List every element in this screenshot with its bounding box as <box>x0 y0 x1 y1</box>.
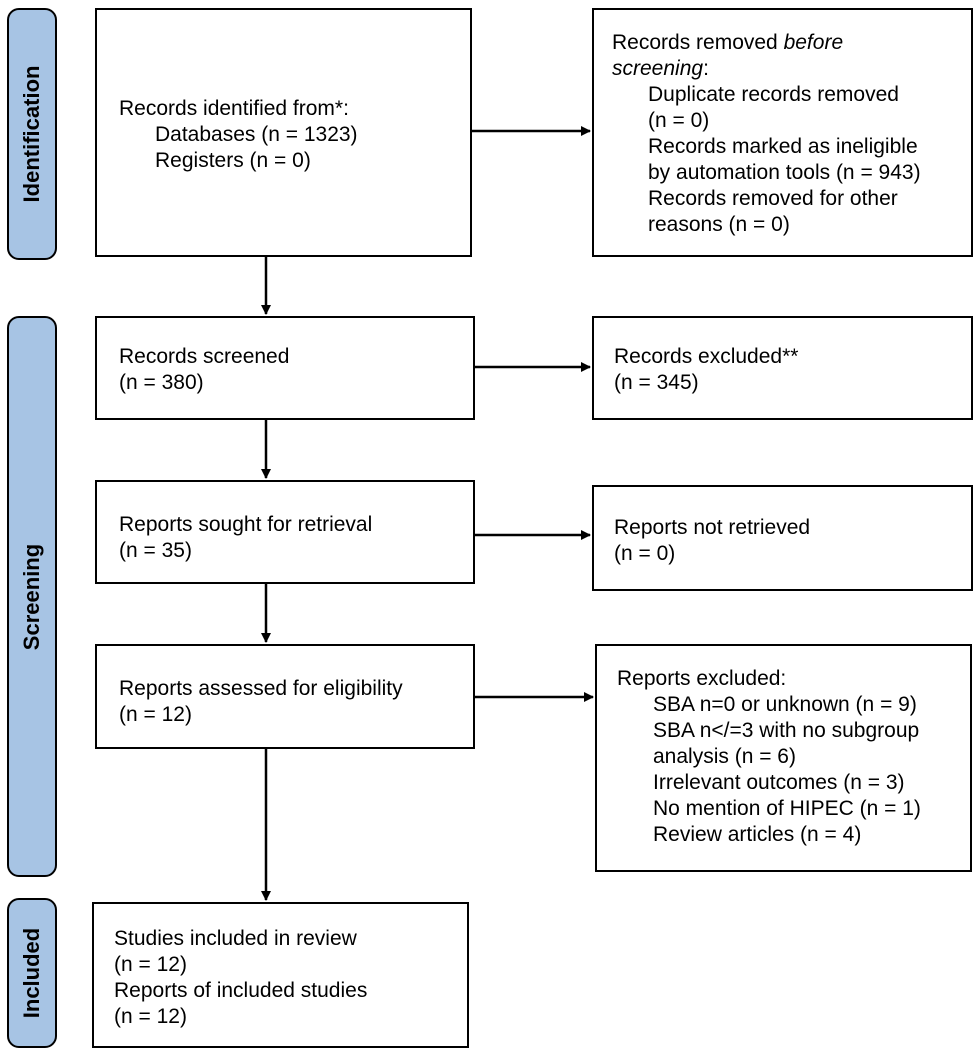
records-identified-title: Records identified from*: <box>119 97 349 120</box>
automation-line-1: Records marked as ineligible <box>648 135 918 158</box>
reports-not-retrieved-title: Reports not retrieved <box>614 516 811 539</box>
duplicates-line-2: (n = 0) <box>648 109 710 132</box>
reports-assessed-box: Reports assessed for eligibility (n = 12… <box>95 644 475 749</box>
studies-included-n: (n = 12) <box>114 953 187 976</box>
excluded-reason-5: Review articles (n = 4) <box>653 823 862 846</box>
duplicates-line-1: Duplicate records removed <box>648 83 899 106</box>
reports-sought-n: (n = 35) <box>119 539 192 562</box>
studies-included-title: Studies included in review <box>114 927 357 950</box>
reports-included-n: (n = 12) <box>114 1005 187 1028</box>
reports-not-retrieved-n: (n = 0) <box>614 542 676 565</box>
reports-sought-title: Reports sought for retrieval <box>119 513 373 536</box>
records-screened-box: Records screened (n = 380) <box>95 316 475 420</box>
excluded-reason-2b: analysis (n = 6) <box>653 745 796 768</box>
phase-screening: Screening <box>7 316 57 877</box>
reports-sought-box: Reports sought for retrieval (n = 35) <box>95 480 475 584</box>
other-reasons-line-2: reasons (n = 0) <box>648 213 790 236</box>
records-removed-title: Records removed before <box>612 31 844 54</box>
records-databases: Databases (n = 1323) <box>155 123 358 146</box>
reports-assessed-title: Reports assessed for eligibility <box>119 677 403 700</box>
records-identified-box: Records identified from*: Databases (n =… <box>95 8 472 257</box>
excluded-reason-4: No mention of HIPEC (n = 1) <box>653 797 921 820</box>
records-excluded-n: (n = 345) <box>614 371 699 394</box>
reports-not-retrieved-box: Reports not retrieved (n = 0) <box>592 485 973 591</box>
excluded-reason-1: SBA n=0 or unknown (n = 9) <box>653 693 917 716</box>
records-excluded-box: Records excluded** (n = 345) <box>592 316 973 420</box>
studies-included-box: Studies included in review (n = 12) Repo… <box>92 902 469 1048</box>
records-screened-n: (n = 380) <box>119 371 204 394</box>
excluded-reason-3: Irrelevant outcomes (n = 3) <box>653 771 905 794</box>
automation-line-2: by automation tools (n = 943) <box>648 161 921 184</box>
records-removed-box: Records removed before screening: Duplic… <box>592 8 973 257</box>
reports-assessed-n: (n = 12) <box>119 703 192 726</box>
records-registers: Registers (n = 0) <box>155 149 311 172</box>
records-excluded-title: Records excluded** <box>614 345 799 368</box>
phase-included: Included <box>7 898 57 1048</box>
phase-identification: Identification <box>7 8 57 260</box>
reports-excluded-title: Reports excluded: <box>617 667 787 690</box>
reports-included-title: Reports of included studies <box>114 979 368 1002</box>
other-reasons-line-1: Records removed for other <box>648 187 898 210</box>
reports-excluded-box: Reports excluded: SBA n=0 or unknown (n … <box>595 644 972 872</box>
excluded-reason-2a: SBA n</=3 with no subgroup <box>653 719 920 742</box>
records-screened-title: Records screened <box>119 345 290 368</box>
records-removed-title-cont: screening: <box>612 57 709 80</box>
